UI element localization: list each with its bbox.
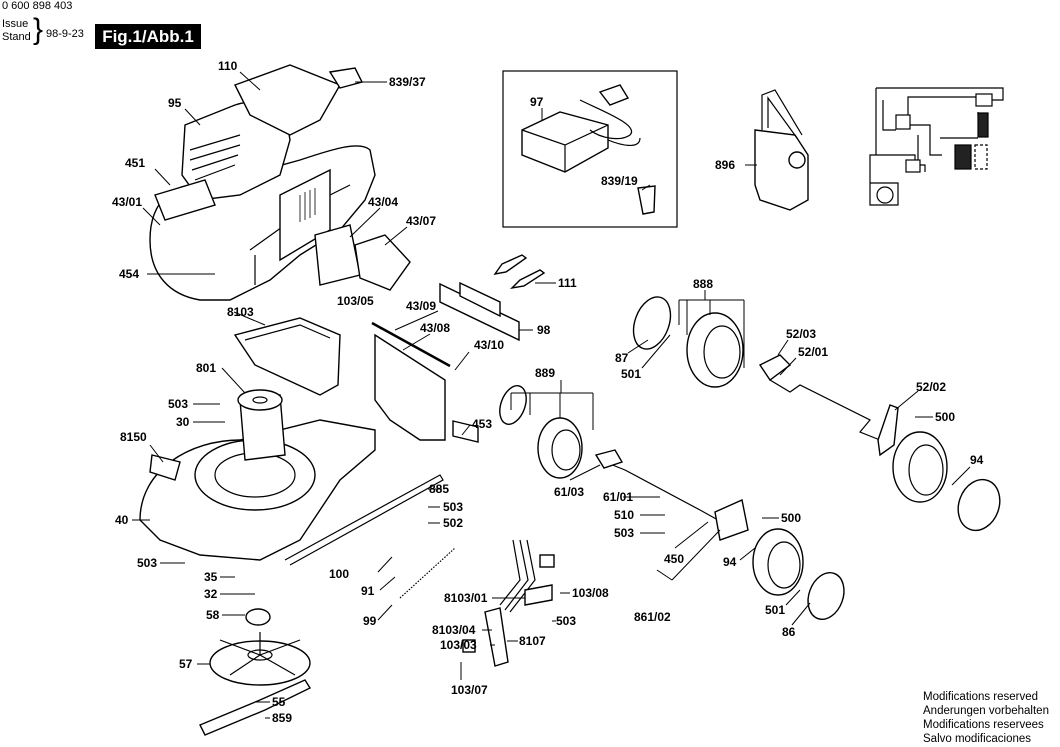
part-label: 100: [329, 567, 349, 581]
part-label: 55: [272, 695, 286, 709]
note-line: Salvo modificaciones: [923, 733, 1032, 745]
part-label: 103/05: [337, 294, 374, 308]
part-label: 97: [530, 95, 544, 109]
part-label: 61/01: [603, 490, 633, 504]
part-label: 503: [168, 397, 188, 411]
part-label: 87: [615, 351, 629, 365]
part-label: 94: [970, 453, 984, 467]
part-label: 30: [176, 415, 190, 429]
issue-label: Issue: [2, 18, 29, 30]
deck-motor-drawing: [139, 317, 444, 566]
wiring-harness-drawing: [462, 539, 555, 667]
part-label: 40: [115, 513, 129, 527]
part-label: 86: [782, 625, 796, 639]
part-label: 52/03: [786, 327, 816, 341]
part-label: 43/10: [474, 338, 504, 352]
part-label: 43/09: [406, 299, 436, 313]
part-label: 503: [614, 526, 634, 540]
part-label: 61/03: [554, 485, 584, 499]
part-label: 861/02: [634, 610, 671, 624]
part-label: 510: [614, 508, 634, 522]
part-label: 91: [361, 584, 375, 598]
charger-inset-drawing: [502, 70, 678, 228]
axles-drawing: [594, 354, 899, 541]
part-label: 43/07: [406, 214, 436, 228]
part-label: 43/01: [112, 195, 142, 209]
part-label: 57: [179, 657, 193, 671]
part-label: 502: [443, 516, 463, 530]
part-label: 859: [272, 711, 292, 725]
part-label: 8103/04: [432, 623, 476, 637]
modification-notes: Modifications reserved Anderungen vorbeh…: [923, 690, 1049, 746]
wiring-schematic-drawing: [869, 87, 1004, 206]
part-label: 99: [363, 614, 377, 628]
part-label: 111: [558, 276, 577, 290]
cover-plate-drawing: [371, 254, 546, 443]
part-label: 43/08: [420, 321, 450, 335]
callout-lines: [132, 71, 971, 719]
part-label: 839/19: [601, 174, 638, 188]
part-label: 503: [137, 556, 157, 570]
brace-symbol: }: [33, 13, 44, 46]
part-label: 8150: [120, 430, 147, 444]
part-label: 110: [218, 59, 238, 73]
part-label: 500: [781, 511, 801, 525]
part-label: 889: [535, 366, 555, 380]
note-line: Modifications reserved: [923, 691, 1039, 703]
part-label: 95: [168, 96, 182, 110]
part-label: 451: [125, 156, 145, 170]
part-label: 501: [765, 603, 785, 617]
part-labels: 110 839/37 95 451 43/01 43/04 43/07 454 …: [112, 59, 984, 725]
part-label: 500: [935, 410, 955, 424]
part-label: 98: [537, 323, 551, 337]
part-label: 52/02: [916, 380, 946, 394]
part-label: 52/01: [798, 345, 828, 359]
figure-label: Fig.1/Abb.1: [95, 24, 201, 49]
part-label: 58: [206, 608, 220, 622]
note-line: Anderungen vorbehalten: [923, 705, 1049, 717]
part-label: 839/37: [389, 75, 426, 89]
part-label: 8103/01: [444, 591, 488, 605]
part-label: 94: [723, 555, 737, 569]
part-label: 8107: [519, 634, 546, 648]
stand-label: Stand: [2, 31, 31, 43]
battery-drawing: [754, 89, 809, 211]
part-label: 896: [715, 158, 735, 172]
issue-date: 98-9-23: [46, 28, 84, 40]
part-label: 35: [204, 570, 218, 584]
part-label: 103/08: [572, 586, 609, 600]
housing-cover-drawing: [149, 64, 411, 301]
part-label: 503: [443, 500, 463, 514]
blade-fan-drawing: [199, 547, 456, 736]
part-label: 888: [693, 277, 713, 291]
part-label: 450: [664, 552, 684, 566]
part-label: 453: [472, 417, 492, 431]
part-label: 103/07: [451, 683, 488, 697]
part-label: 503: [556, 614, 576, 628]
part-label: 885: [429, 482, 449, 496]
document-number: 0 600 898 403: [2, 0, 73, 12]
part-label: 801: [196, 361, 216, 375]
part-label: 8103: [227, 305, 254, 319]
note-line: Modifications reservees: [923, 719, 1044, 731]
part-label: 103/03: [440, 638, 477, 652]
wheels-drawing: [499, 296, 1001, 620]
part-label: 501: [621, 367, 641, 381]
part-label: 454: [119, 267, 139, 281]
part-label: 43/04: [368, 195, 398, 209]
part-label: 32: [204, 587, 218, 601]
issue-stand-labels: Issue Stand: [2, 18, 31, 44]
